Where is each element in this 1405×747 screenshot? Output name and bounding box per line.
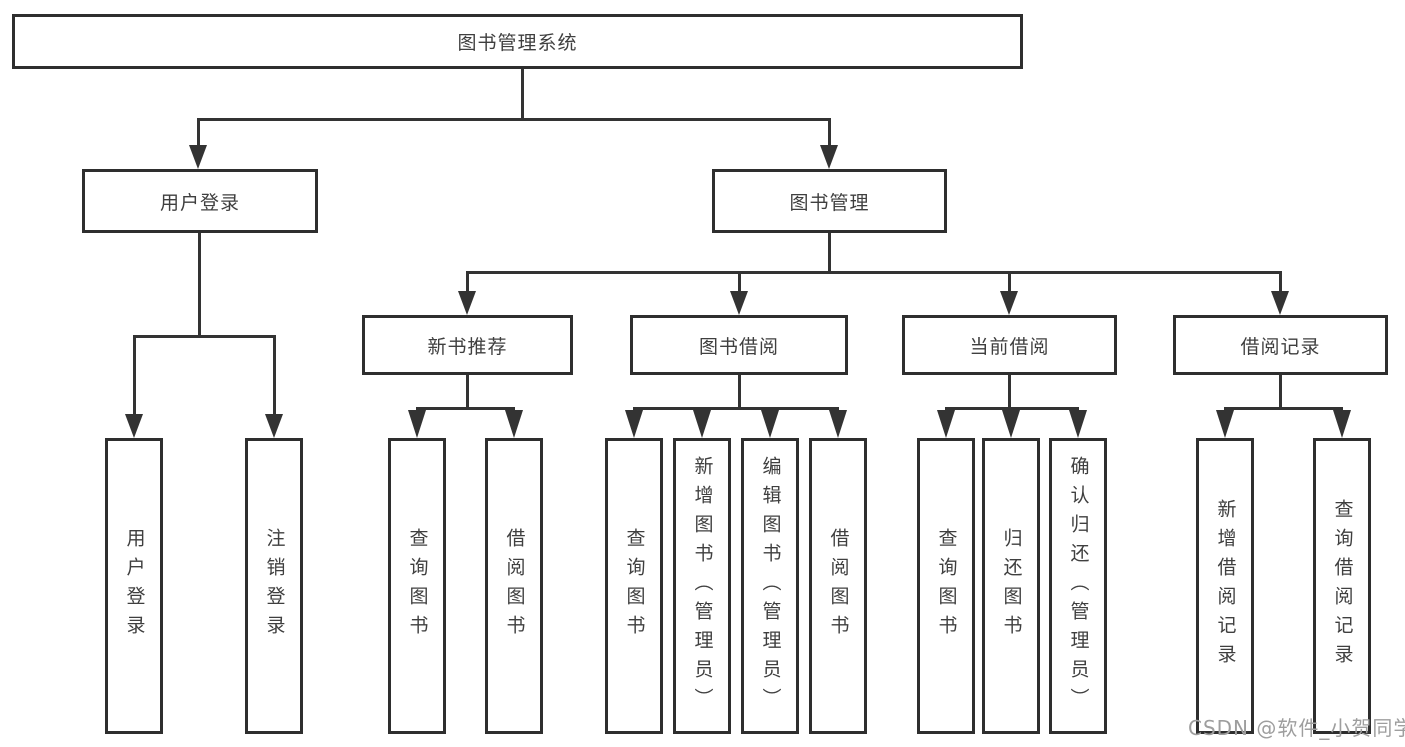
connector-stem-login-leaf [133,335,136,416]
connector-user-login-drop [198,233,201,338]
connector-book-mgmt-branch [466,271,1282,274]
leaf-edit-books-admin: 编辑图书（管理员） [741,438,799,734]
arrow-down-icon [1069,410,1087,438]
arrow-down-icon [1333,410,1351,438]
connector-stem-new-books [466,271,469,293]
node-borrow-records: 借阅记录 [1173,315,1388,375]
connector-root-drop [521,69,524,120]
leaf-confirm-return-admin: 确认归还（管理员） [1049,438,1107,734]
connector-new-books-branch [416,407,515,410]
connector-book-mgmt-drop [828,233,831,274]
connector-current-borrow-branch [945,407,1079,410]
connector-stem-book-borrow [738,271,741,293]
arrow-down-icon [693,410,711,438]
leaf-query-borrow-record: 查询借阅记录 [1313,438,1371,734]
arrow-down-icon [505,410,523,438]
csdn-watermark: CSDN @软件_小贺同学 [1188,716,1405,740]
connector-stem-book-mgmt [828,118,831,147]
arrow-down-icon [820,145,838,169]
connector-stem-current-borrow [1008,271,1011,293]
leaf-return-books: 归还图书 [982,438,1040,734]
connector-root-branch [197,118,831,121]
leaf-add-borrow-record: 新增借阅记录 [1196,438,1254,734]
arrow-down-icon [458,291,476,315]
connector-current-borrow-drop [1008,375,1011,410]
arrow-down-icon [1002,410,1020,438]
leaf-user-login: 用户登录 [105,438,163,734]
arrow-down-icon [829,410,847,438]
leaf-add-books-admin: 新增图书（管理员） [673,438,731,734]
node-library-management-system: 图书管理系统 [12,14,1023,69]
node-book-management: 图书管理 [712,169,947,233]
connector-borrow-records-branch [1224,407,1343,410]
arrow-down-icon [730,291,748,315]
node-book-borrowing: 图书借阅 [630,315,848,375]
arrow-down-icon [1216,410,1234,438]
arrow-down-icon [625,410,643,438]
leaf-query-books-borrow: 查询图书 [605,438,663,734]
leaf-borrow-books: 借阅图书 [809,438,867,734]
leaf-query-books-recommend: 查询图书 [388,438,446,734]
arrow-down-icon [937,410,955,438]
arrow-down-icon [265,414,283,438]
node-user-login: 用户登录 [82,169,318,233]
arrow-down-icon [761,410,779,438]
connector-book-borrow-branch [633,407,839,410]
leaf-query-books-current: 查询图书 [917,438,975,734]
connector-book-borrow-drop [738,375,741,410]
connector-stem-borrow-records [1279,271,1282,293]
connector-stem-user-login [197,118,200,147]
connector-stem-logout-leaf [273,335,276,416]
node-new-book-recommend: 新书推荐 [362,315,573,375]
arrow-down-icon [189,145,207,169]
connector-new-books-drop [466,375,469,410]
leaf-logout: 注销登录 [245,438,303,734]
connector-user-login-branch [133,335,276,338]
arrow-down-icon [1271,291,1289,315]
arrow-down-icon [408,410,426,438]
leaf-borrow-books-recommend: 借阅图书 [485,438,543,734]
node-current-borrowing: 当前借阅 [902,315,1117,375]
arrow-down-icon [1000,291,1018,315]
arrow-down-icon [125,414,143,438]
connector-borrow-records-drop [1279,375,1282,410]
